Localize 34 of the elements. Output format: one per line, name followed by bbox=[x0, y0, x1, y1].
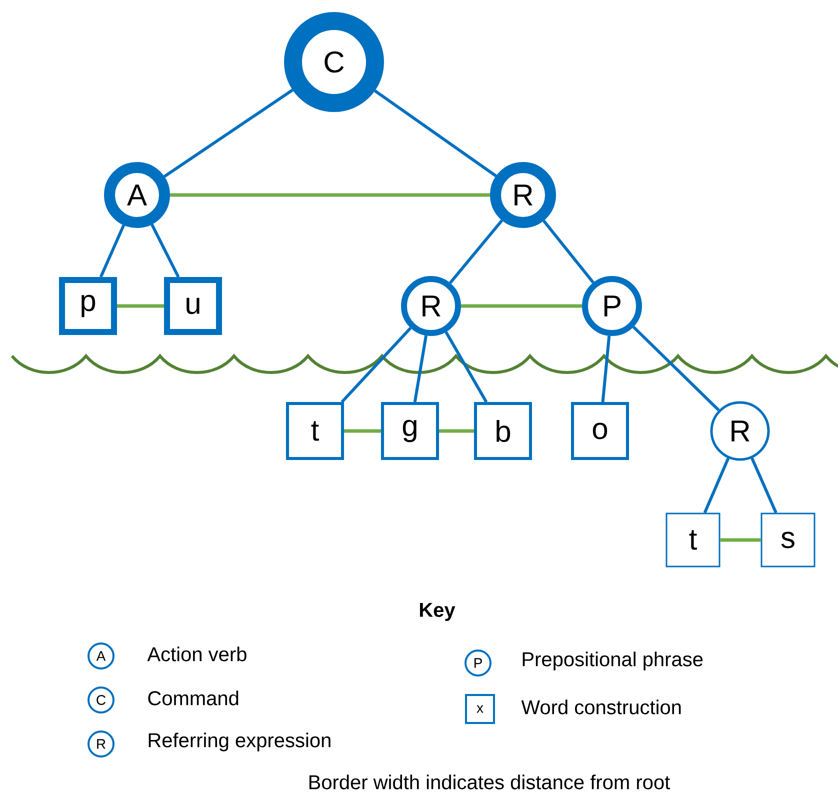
branch-line bbox=[703, 458, 730, 514]
branch-line bbox=[374, 90, 497, 178]
word-box: b bbox=[474, 402, 532, 460]
branch-line bbox=[750, 458, 778, 514]
word-box: g bbox=[381, 402, 439, 460]
legend-label: Referring expression bbox=[148, 732, 330, 752]
legend-label: Action verb bbox=[147, 646, 246, 662]
word-box: p bbox=[59, 277, 117, 335]
note-text: Border width indicates distance from root bbox=[309, 774, 670, 790]
branch-line bbox=[164, 88, 294, 178]
branch-line bbox=[449, 219, 504, 284]
branch-line bbox=[632, 326, 720, 412]
connector-line bbox=[344, 429, 381, 433]
branch-line bbox=[99, 224, 126, 278]
branch-line bbox=[150, 224, 180, 278]
connector-line bbox=[720, 538, 761, 542]
word-box: t bbox=[666, 512, 720, 568]
branch-line bbox=[444, 331, 488, 403]
word-box: s bbox=[760, 512, 816, 568]
word-box: o bbox=[571, 402, 629, 460]
legend-label: Prepositional phrase bbox=[522, 652, 703, 670]
connector-line bbox=[461, 304, 582, 308]
connector-line bbox=[117, 304, 164, 308]
branch-line bbox=[413, 335, 428, 402]
legend-label: Command bbox=[148, 690, 238, 706]
word-box: t bbox=[286, 402, 344, 460]
branch-line bbox=[542, 220, 594, 284]
branch-line bbox=[340, 326, 412, 404]
legend-label: Word construction bbox=[521, 700, 681, 714]
key-heading: Key bbox=[420, 603, 456, 621]
branch-line bbox=[601, 336, 611, 402]
connector-line bbox=[170, 193, 490, 197]
word-box: u bbox=[164, 277, 222, 335]
connector-line bbox=[439, 429, 474, 433]
